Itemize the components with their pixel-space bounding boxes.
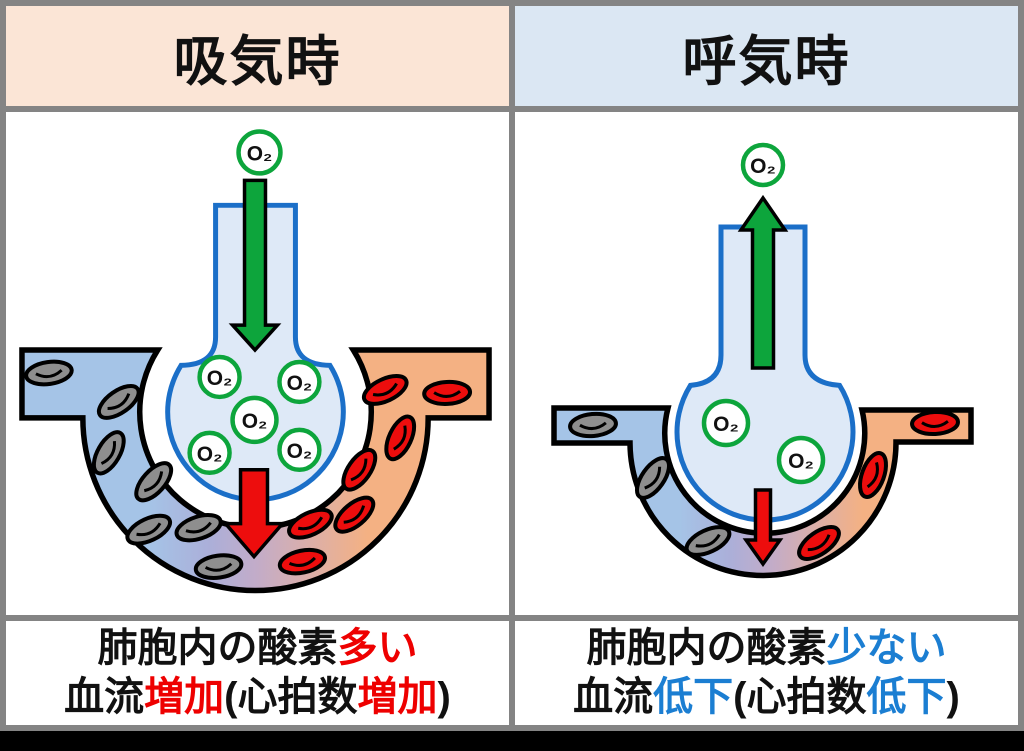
o2-molecule-icon: O₂ [701, 398, 751, 448]
caption-text: ) [946, 675, 960, 719]
header-inhalation-label: 吸気時 [173, 31, 342, 92]
caption-highlight: 増加 [144, 675, 225, 719]
svg-text:O₂: O₂ [713, 413, 739, 436]
caption-text: (心拍数 [224, 675, 358, 719]
caption-highlight: 低下 [866, 675, 947, 719]
caption-text: 肺胞内の酸素 [586, 626, 827, 670]
svg-text:O₂: O₂ [750, 155, 776, 178]
bottom-black-bar [0, 731, 1024, 751]
o2-molecule-icon: O₂ [236, 129, 283, 176]
exhalation-alveolus-diagram: O₂ O₂ O₂ [551, 142, 974, 579]
inhalation-alveolus-diagram: O₂ O₂ O₂ O₂ O₂ [19, 129, 492, 594]
o2-molecule-icon: O₂ [197, 354, 242, 400]
svg-text:O₂: O₂ [247, 142, 273, 165]
svg-text:O₂: O₂ [287, 372, 313, 395]
header-inhalation: 吸気時 [6, 6, 509, 106]
caption-text: 肺胞内の酸素 [97, 626, 338, 670]
o2-molecule-icon: O₂ [277, 427, 322, 473]
caption-highlight: 多い [337, 626, 418, 670]
caption-text: ) [437, 675, 451, 719]
o2-molecule-icon: O₂ [776, 435, 826, 485]
o2-molecule-icon: O₂ [187, 430, 232, 476]
header-exhalation: 呼気時 [515, 6, 1018, 106]
diagram-inhalation: O₂ O₂ O₂ O₂ O₂ [6, 112, 509, 615]
o2-molecule-icon: O₂ [277, 359, 322, 405]
svg-text:O₂: O₂ [197, 443, 223, 466]
o2-molecule-icon: O₂ [740, 142, 786, 188]
oxygen-to-blood-arrow [221, 468, 287, 560]
caption-line-1: 肺胞内の酸素少ない [587, 624, 947, 673]
caption-line-2: 血流低下(心拍数低下) [573, 673, 960, 722]
oxygen-in-arrow [228, 178, 282, 353]
diagram-exhalation: O₂ O₂ O₂ [515, 112, 1018, 615]
svg-text:O₂: O₂ [207, 367, 233, 390]
comparison-table: 吸気時 呼気時 [0, 0, 1024, 731]
caption-highlight: 低下 [653, 675, 734, 719]
caption-highlight: 増加 [357, 675, 438, 719]
caption-exhalation: 肺胞内の酸素少ない 血流低下(心拍数低下) [515, 621, 1018, 725]
svg-text:O₂: O₂ [287, 440, 313, 463]
caption-text: 血流 [64, 675, 145, 719]
o2-molecule-icon: O₂ [230, 395, 279, 445]
caption-line-1: 肺胞内の酸素多い [98, 624, 418, 673]
red-blood-cell [911, 411, 958, 435]
red-blood-cell [421, 378, 473, 408]
svg-text:O₂: O₂ [788, 450, 814, 473]
caption-text: (心拍数 [733, 675, 867, 719]
caption-inhalation: 肺胞内の酸素多い 血流増加(心拍数増加) [6, 621, 509, 725]
header-exhalation-label: 呼気時 [682, 31, 851, 92]
svg-text:O₂: O₂ [242, 410, 268, 433]
oxygen-to-blood-arrow [742, 488, 784, 568]
caption-text: 血流 [573, 675, 654, 719]
caption-line-2: 血流増加(心拍数増加) [64, 673, 451, 722]
caption-highlight: 少ない [826, 626, 947, 670]
oxygen-out-arrow [737, 194, 789, 370]
